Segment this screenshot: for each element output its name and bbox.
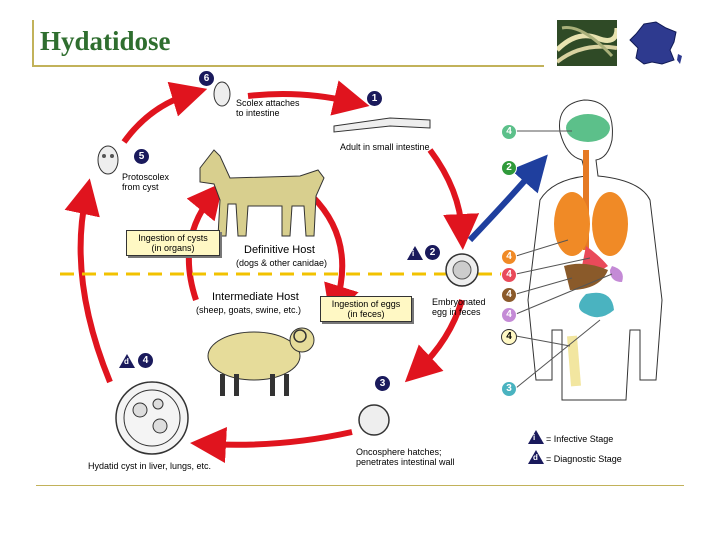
stage-2-badge: 2: [425, 245, 440, 260]
arrow-6-to-1: [247, 80, 370, 116]
egg-illustration: [445, 253, 479, 287]
ingestion-eggs-box: Ingestion of eggs (in feces): [320, 296, 412, 322]
arrow-1-to-2: [427, 148, 480, 250]
sheep-illustration: [207, 327, 315, 396]
protoscolex-illustration: [97, 145, 119, 175]
scolex-label-2: to intestine: [236, 108, 280, 118]
arrow-dog-to-sheep: [309, 193, 359, 322]
arrow-4-to-5: [64, 178, 113, 384]
arrow-egg-to-human: [467, 154, 548, 243]
hydatid-cyst-label: Hydatid cyst in liver, lungs, etc.: [88, 461, 212, 471]
stage-1-badge: 1: [367, 91, 382, 106]
definitive-host-title: Definitive Host: [244, 244, 315, 256]
embryonated-label-1: Embryonated: [432, 297, 486, 307]
human-label-liver: 4: [501, 287, 517, 303]
arrow-5-to-6: [121, 81, 208, 144]
stage-4-badge: 4: [138, 353, 153, 368]
oncosphere-illustration: [358, 404, 390, 436]
adult-worm-illustration: [333, 117, 431, 133]
stage-3-badge: 3: [375, 376, 390, 391]
human-label-kidney: 4: [501, 307, 517, 323]
legend-infective-label: = Infective Stage: [546, 434, 614, 444]
ingestion-eggs-line2: (in feces): [347, 309, 385, 319]
human-figure-illustration: [527, 99, 663, 401]
stage-5-badge: 5: [134, 149, 149, 164]
ingestion-eggs-line1: Ingestion of eggs: [331, 299, 401, 309]
human-labels: [515, 130, 613, 389]
protoscolex-label-1: Protoscolex: [122, 172, 170, 182]
infective-stage-triangle: i: [407, 246, 423, 260]
legend-diagnostic-label: = Diagnostic Stage: [546, 454, 622, 464]
legend-diagnostic-triangle: d: [528, 450, 544, 464]
hydatid-cyst-illustration: [115, 381, 189, 455]
page-title: Hydatidose: [40, 26, 171, 56]
intermediate-host-title: Intermediate Host: [212, 291, 299, 303]
scolex-illustration: [213, 81, 231, 107]
diagnostic-stage-triangle: d: [119, 354, 135, 368]
ingestion-cysts-line1: Ingestion of cysts: [138, 233, 208, 243]
definitive-host-sub: (dogs & other canidae): [236, 258, 328, 268]
footer-rule: [36, 485, 684, 486]
human-label-entry: 2: [501, 160, 517, 176]
legend-infective-triangle: i: [528, 430, 544, 444]
ingestion-cysts-box: Ingestion of cysts (in organs): [126, 230, 220, 256]
parasite-photo-thumbnail: [557, 20, 617, 66]
human-label-brain: 4: [501, 124, 517, 140]
oncosphere-label-1: Oncosphere hatches;: [356, 447, 442, 457]
oncosphere-label-2: penetrates intestinal wall: [356, 457, 455, 467]
france-map-thumbnail: [629, 21, 682, 65]
title-left-rule: [32, 20, 34, 66]
arrow-2-to-3: [404, 299, 465, 383]
embryonated-label-2: egg in feces: [432, 307, 481, 317]
human-label-intestine: 3: [501, 381, 517, 397]
ingestion-cysts-line2: (in organs): [151, 243, 195, 253]
human-label-lungs: 4: [501, 249, 517, 265]
scolex-label-1: Scolex attaches: [236, 98, 300, 108]
protoscolex-label-2: from cyst: [122, 182, 159, 192]
intermediate-host-sub: (sheep, goats, swine, etc.): [196, 305, 302, 315]
human-label-heart: 4: [501, 267, 517, 283]
stage-6-badge: 6: [199, 71, 214, 86]
arrow-3-to-4: [190, 427, 353, 463]
title-underline: [32, 65, 544, 67]
dog-illustration: [199, 149, 325, 237]
human-label-bone: 4: [501, 329, 517, 345]
adult-intestine-label: Adult in small intestine: [340, 142, 430, 152]
